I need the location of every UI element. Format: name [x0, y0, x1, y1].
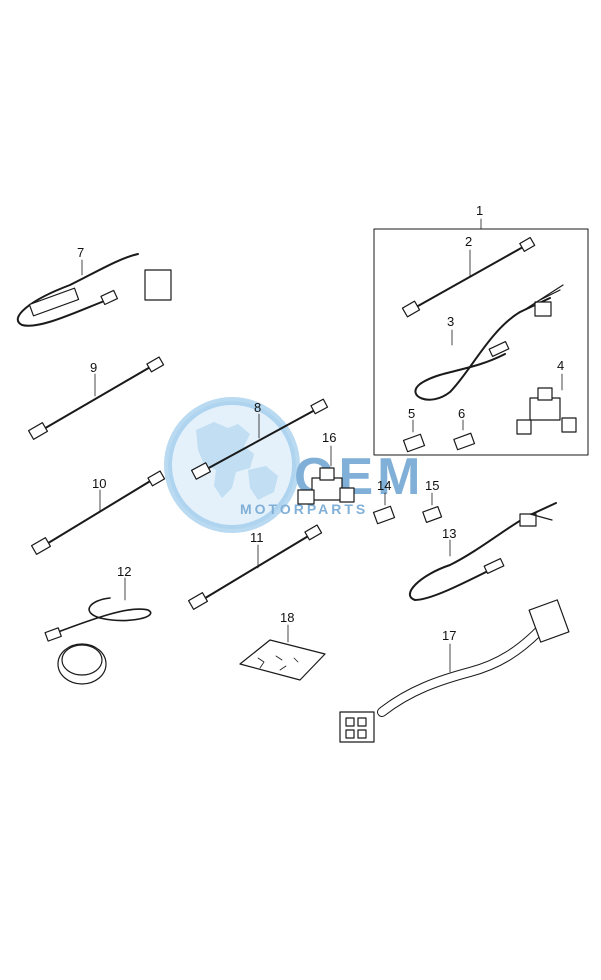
callout-14: 14 [377, 478, 391, 493]
kit-box [373, 228, 589, 456]
callout-10: 10 [92, 476, 106, 491]
callout-1: 1 [476, 203, 483, 218]
callout-13: 13 [442, 526, 456, 541]
part-11-cable [187, 524, 323, 610]
callout-6: 6 [458, 406, 465, 421]
watermark: OEM MOTORPARTS [164, 397, 420, 533]
part-17-harness [339, 599, 570, 743]
callout-12: 12 [117, 564, 131, 579]
callout-15: 15 [425, 478, 439, 493]
callout-7: 7 [77, 245, 84, 260]
part-18-bag [239, 624, 326, 681]
callout-labels: 1 2 3 4 5 6 7 8 9 10 11 12 13 14 15 16 1… [77, 203, 564, 643]
part-5-terminator [402, 419, 426, 453]
callout-8: 8 [254, 400, 261, 415]
part-9-cable [27, 356, 165, 440]
callout-18: 18 [280, 610, 294, 625]
part-8-cable [190, 398, 329, 480]
part-6-terminator [453, 419, 476, 451]
callout-9: 9 [90, 360, 97, 375]
part-4-t-connector [516, 373, 577, 435]
callout-3: 3 [447, 314, 454, 329]
part-15-terminator [422, 492, 443, 523]
part-14-terminator [372, 492, 396, 525]
callout-4: 4 [557, 358, 564, 373]
part-2-cable [401, 236, 536, 318]
part-10-cable [30, 470, 166, 555]
part-7-gps-cable [16, 253, 172, 327]
watermark-tagline: MOTORPARTS [240, 501, 368, 517]
part-16-t-connector [297, 445, 355, 505]
part-12-sensor [44, 577, 152, 685]
part-3-power-cable [414, 284, 564, 401]
callout-17: 17 [442, 628, 456, 643]
callout-11: 11 [250, 530, 264, 545]
callout-2: 2 [465, 234, 472, 249]
callout-5: 5 [408, 406, 415, 421]
callout-16: 16 [322, 430, 336, 445]
part-13-power-cable [408, 502, 557, 601]
